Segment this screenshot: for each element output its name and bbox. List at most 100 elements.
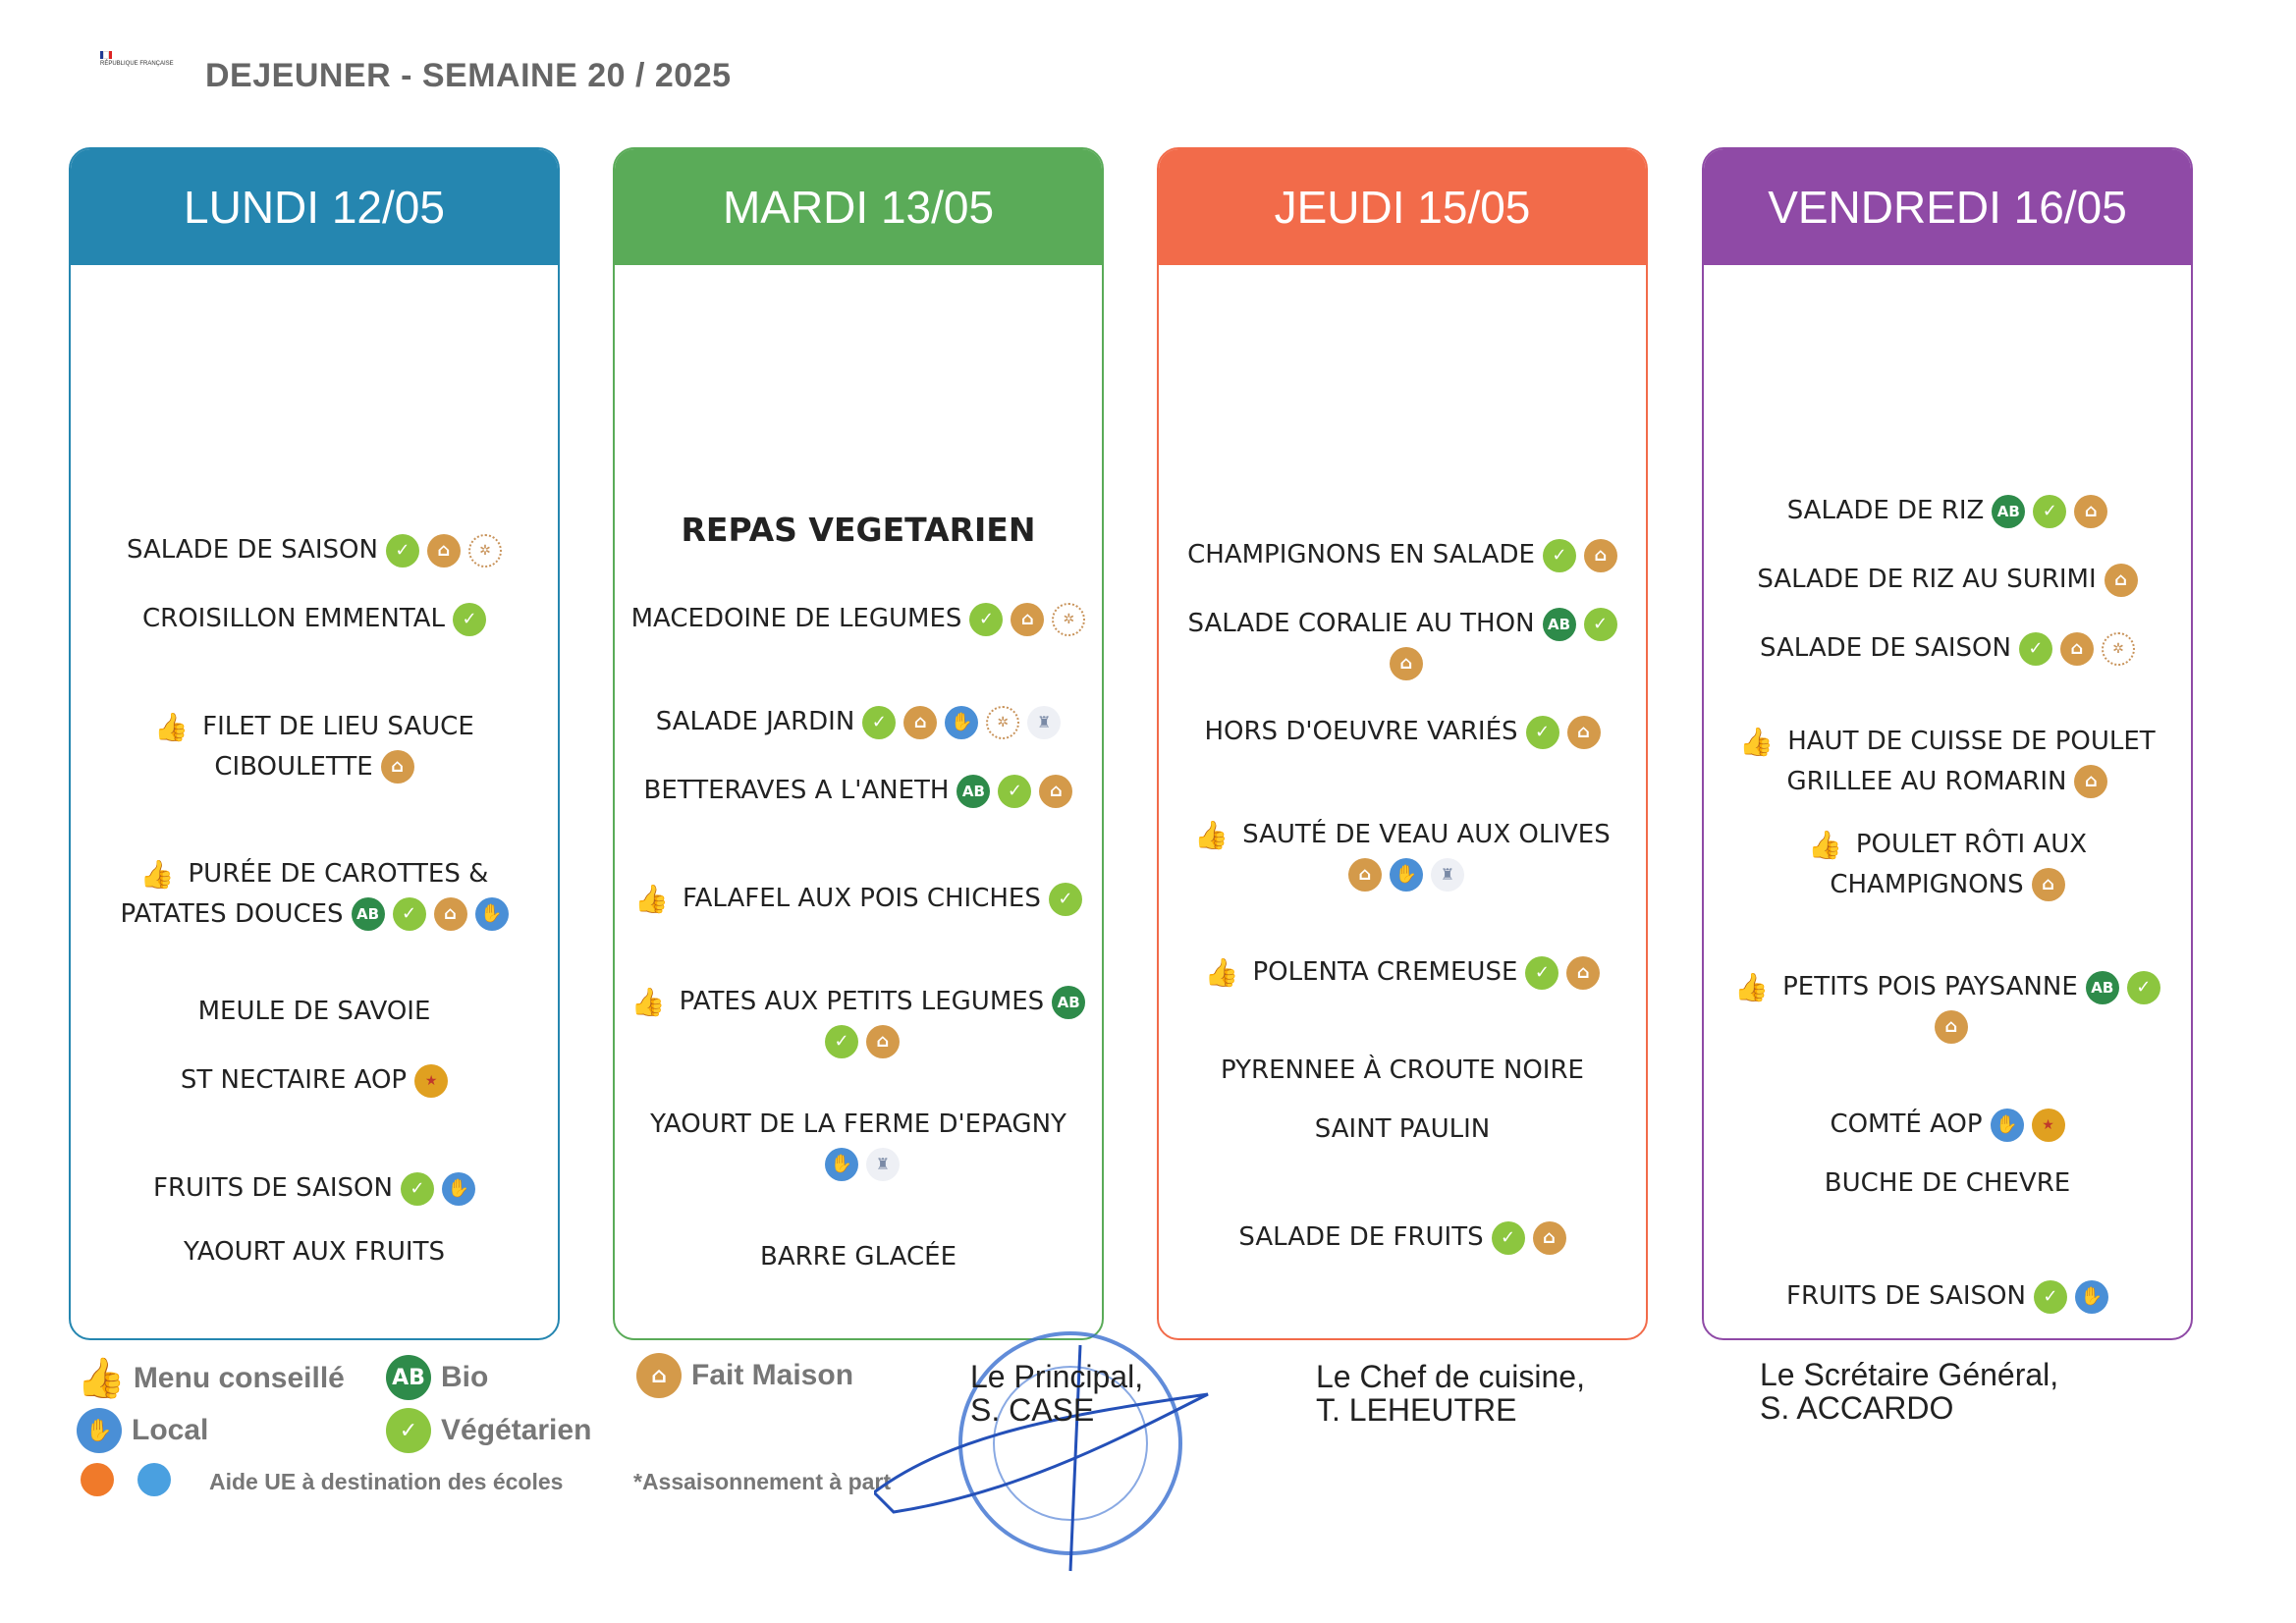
aop-icon: ★ [414, 1063, 449, 1098]
menu-item-label: BARRE GLACÉE [759, 1242, 957, 1271]
menu-conseille-icon: 👍 [139, 857, 175, 891]
menu-item: YAOURT AUX FRUITS [86, 1232, 542, 1271]
eu-aid-text: Aide UE à destination des écoles [209, 1469, 564, 1494]
vegetarien-icon: ✓ [1048, 882, 1082, 916]
menu-item: SAINT PAULIN [1175, 1109, 1630, 1149]
menu-item: SALADE DE SAISON✓⌂✲ [86, 530, 542, 569]
page-title: DEJEUNER - SEMAINE 20 / 2025 [205, 57, 732, 94]
menu-item: SALADE JARDIN✓⌂✋✲♜ [630, 702, 1086, 741]
legend-label: Menu conseillé [133, 1361, 345, 1394]
thumbs-up-icon: 👍 [77, 1357, 126, 1400]
day-header: VENDREDI 16/05 [1704, 149, 2191, 265]
menu-item-label: PYRENNEE À CROUTE NOIRE [1221, 1055, 1584, 1085]
fait-maison-icon: ⌂ [2059, 631, 2094, 666]
chef-name: T. LEHEUTRE [1316, 1392, 1517, 1428]
menu-item-label: POULET RÔTI AUX CHAMPIGNONS [1830, 830, 2088, 899]
menu-conseille-icon: 👍 [1807, 828, 1842, 861]
menu-item-label: FILET DE LIEU SAUCE CIBOULETTE [202, 712, 474, 782]
day-menu: SALADE DE SAISON✓⌂✲CROISILLON EMMENTAL✓👍… [71, 265, 558, 1338]
menu-item-label: HAUT DE CUISSE DE POULET GRILLEE AU ROMA… [1786, 727, 2156, 796]
fait-maison-icon: ⌂ [380, 750, 414, 784]
local-icon: ✋ [945, 705, 979, 739]
menu-item-label: CHAMPIGNONS EN SALADE [1187, 540, 1535, 569]
menu-item-label: PURÉE DE CAROTTES & PATATES DOUCES [120, 859, 489, 929]
menu-item-label: SALADE DE SAISON [127, 535, 378, 565]
legend-label: Local [132, 1414, 209, 1446]
vegetarien-icon: ✓ [1583, 607, 1617, 641]
menu-item-label: YAOURT DE LA FERME D'EPAGNY [650, 1109, 1066, 1139]
menu-item: 👍HAUT DE CUISSE DE POULET GRILLEE AU ROM… [1720, 722, 2175, 801]
menu-item-label: SAINT PAULIN [1314, 1114, 1491, 1144]
menu-item: 👍 FILET DE LIEU SAUCE CIBOULETTE⌂ [86, 707, 542, 786]
fait-maison-icon: ⌂ [903, 705, 938, 739]
menu-conseille-icon: 👍 [1204, 955, 1239, 989]
local-icon: ✋ [2074, 1279, 2108, 1314]
fait-maison-icon: ⌂ [866, 1025, 900, 1058]
menu-item-label: SALADE DE SAISON [1760, 633, 2011, 663]
menu-item: 👍FALAFEL AUX POIS CHICHES✓ [630, 879, 1086, 919]
menu-item: 👍POLENTA CREMEUSE✓⌂ [1175, 952, 1630, 993]
signature-principal: Le Principal, S. CASE [970, 1360, 1143, 1427]
vegetarien-icon: ✓ [825, 1025, 858, 1058]
bio-icon: AB [386, 1355, 431, 1400]
vegetarien-icon: ✓ [1525, 955, 1559, 990]
signature-secretaire: Le Scrétaire Général, S. ACCARDO [1760, 1358, 2058, 1425]
menu-item-label: SALADE CORALIE AU THON [1187, 609, 1535, 638]
menu-item-label: SALADE DE RIZ [1786, 496, 1985, 525]
legend-vegetarien: ✓ Végétarien [386, 1408, 591, 1453]
menu-item-label: PATES AUX PETITS LEGUMES [679, 987, 1045, 1016]
vegetarien-icon: ✓ [1542, 538, 1576, 572]
principal-name: S. CASE [970, 1392, 1095, 1428]
menu-item-label: FRUITS DE SAISON [1786, 1281, 2026, 1311]
menu-item-label: SALADE DE RIZ AU SURIMI [1757, 565, 2097, 594]
menu-item: CHAMPIGNONS EN SALADE✓⌂ [1175, 535, 1630, 574]
local-icon: ✋ [825, 1147, 858, 1181]
menu-item-label: BUCHE DE CHEVRE [1824, 1168, 2071, 1198]
menu-item-label: ST NECTAIRE AOP [180, 1065, 408, 1095]
local-icon: ✋ [1990, 1108, 2024, 1142]
saison-icon: ✲ [1052, 602, 1086, 636]
fait-maison-icon: ⌂ [2074, 765, 2108, 798]
ferme-icon: ♜ [1431, 858, 1464, 892]
menu-conseille-icon: 👍 [154, 710, 190, 743]
menu-item-label: SALADE DE FRUITS [1238, 1222, 1484, 1252]
menu-item-label: YAOURT AUX FRUITS [183, 1237, 445, 1267]
aop-icon: ★ [2031, 1108, 2065, 1142]
bio-icon: AB [1992, 494, 2026, 528]
vegetarien-icon: ✓ [453, 602, 487, 636]
menu-conseille-icon: 👍 [1734, 970, 1770, 1003]
fait-maison-icon: ⌂ [1039, 774, 1073, 808]
fait-maison-icon: ⌂ [1583, 538, 1617, 572]
french-flag-icon [100, 51, 112, 59]
menu-item: ST NECTAIRE AOP★ [86, 1060, 542, 1100]
fait-maison-icon: ⌂ [426, 533, 461, 568]
principal-title: Le Principal, [970, 1359, 1144, 1394]
menu-item: FRUITS DE SAISON✓✋ [1720, 1276, 2175, 1316]
legend-label: Fait Maison [691, 1359, 854, 1391]
menu-item-label: SAUTÉ DE VEAU AUX OLIVES [1242, 820, 1611, 849]
menu-item-label: FRUITS DE SAISON [153, 1173, 393, 1203]
saison-icon: ✲ [467, 533, 502, 568]
menu-item: SALADE DE RIZ AU SURIMI⌂ [1720, 560, 2175, 599]
bio-icon: AB [2085, 970, 2119, 1004]
menu-item: BARRE GLACÉE [630, 1237, 1086, 1276]
menu-item: REPAS VEGETARIEN [630, 511, 1086, 550]
day-header: JEUDI 15/05 [1159, 149, 1646, 265]
vegetarien-icon: ✓ [969, 602, 1004, 636]
menu-item-label: REPAS VEGETARIEN [681, 511, 1036, 549]
menu-item: CROISILLON EMMENTAL✓ [86, 599, 542, 638]
menu-item: BUCHE DE CHEVRE [1720, 1163, 2175, 1203]
vegetarien-icon: ✓ [998, 774, 1032, 808]
menu-conseille-icon: 👍 [1194, 818, 1230, 851]
vegetarien-icon: ✓ [1525, 715, 1559, 749]
secretaire-name: S. ACCARDO [1760, 1390, 1954, 1426]
vegetarien-icon: ✓ [392, 897, 426, 931]
